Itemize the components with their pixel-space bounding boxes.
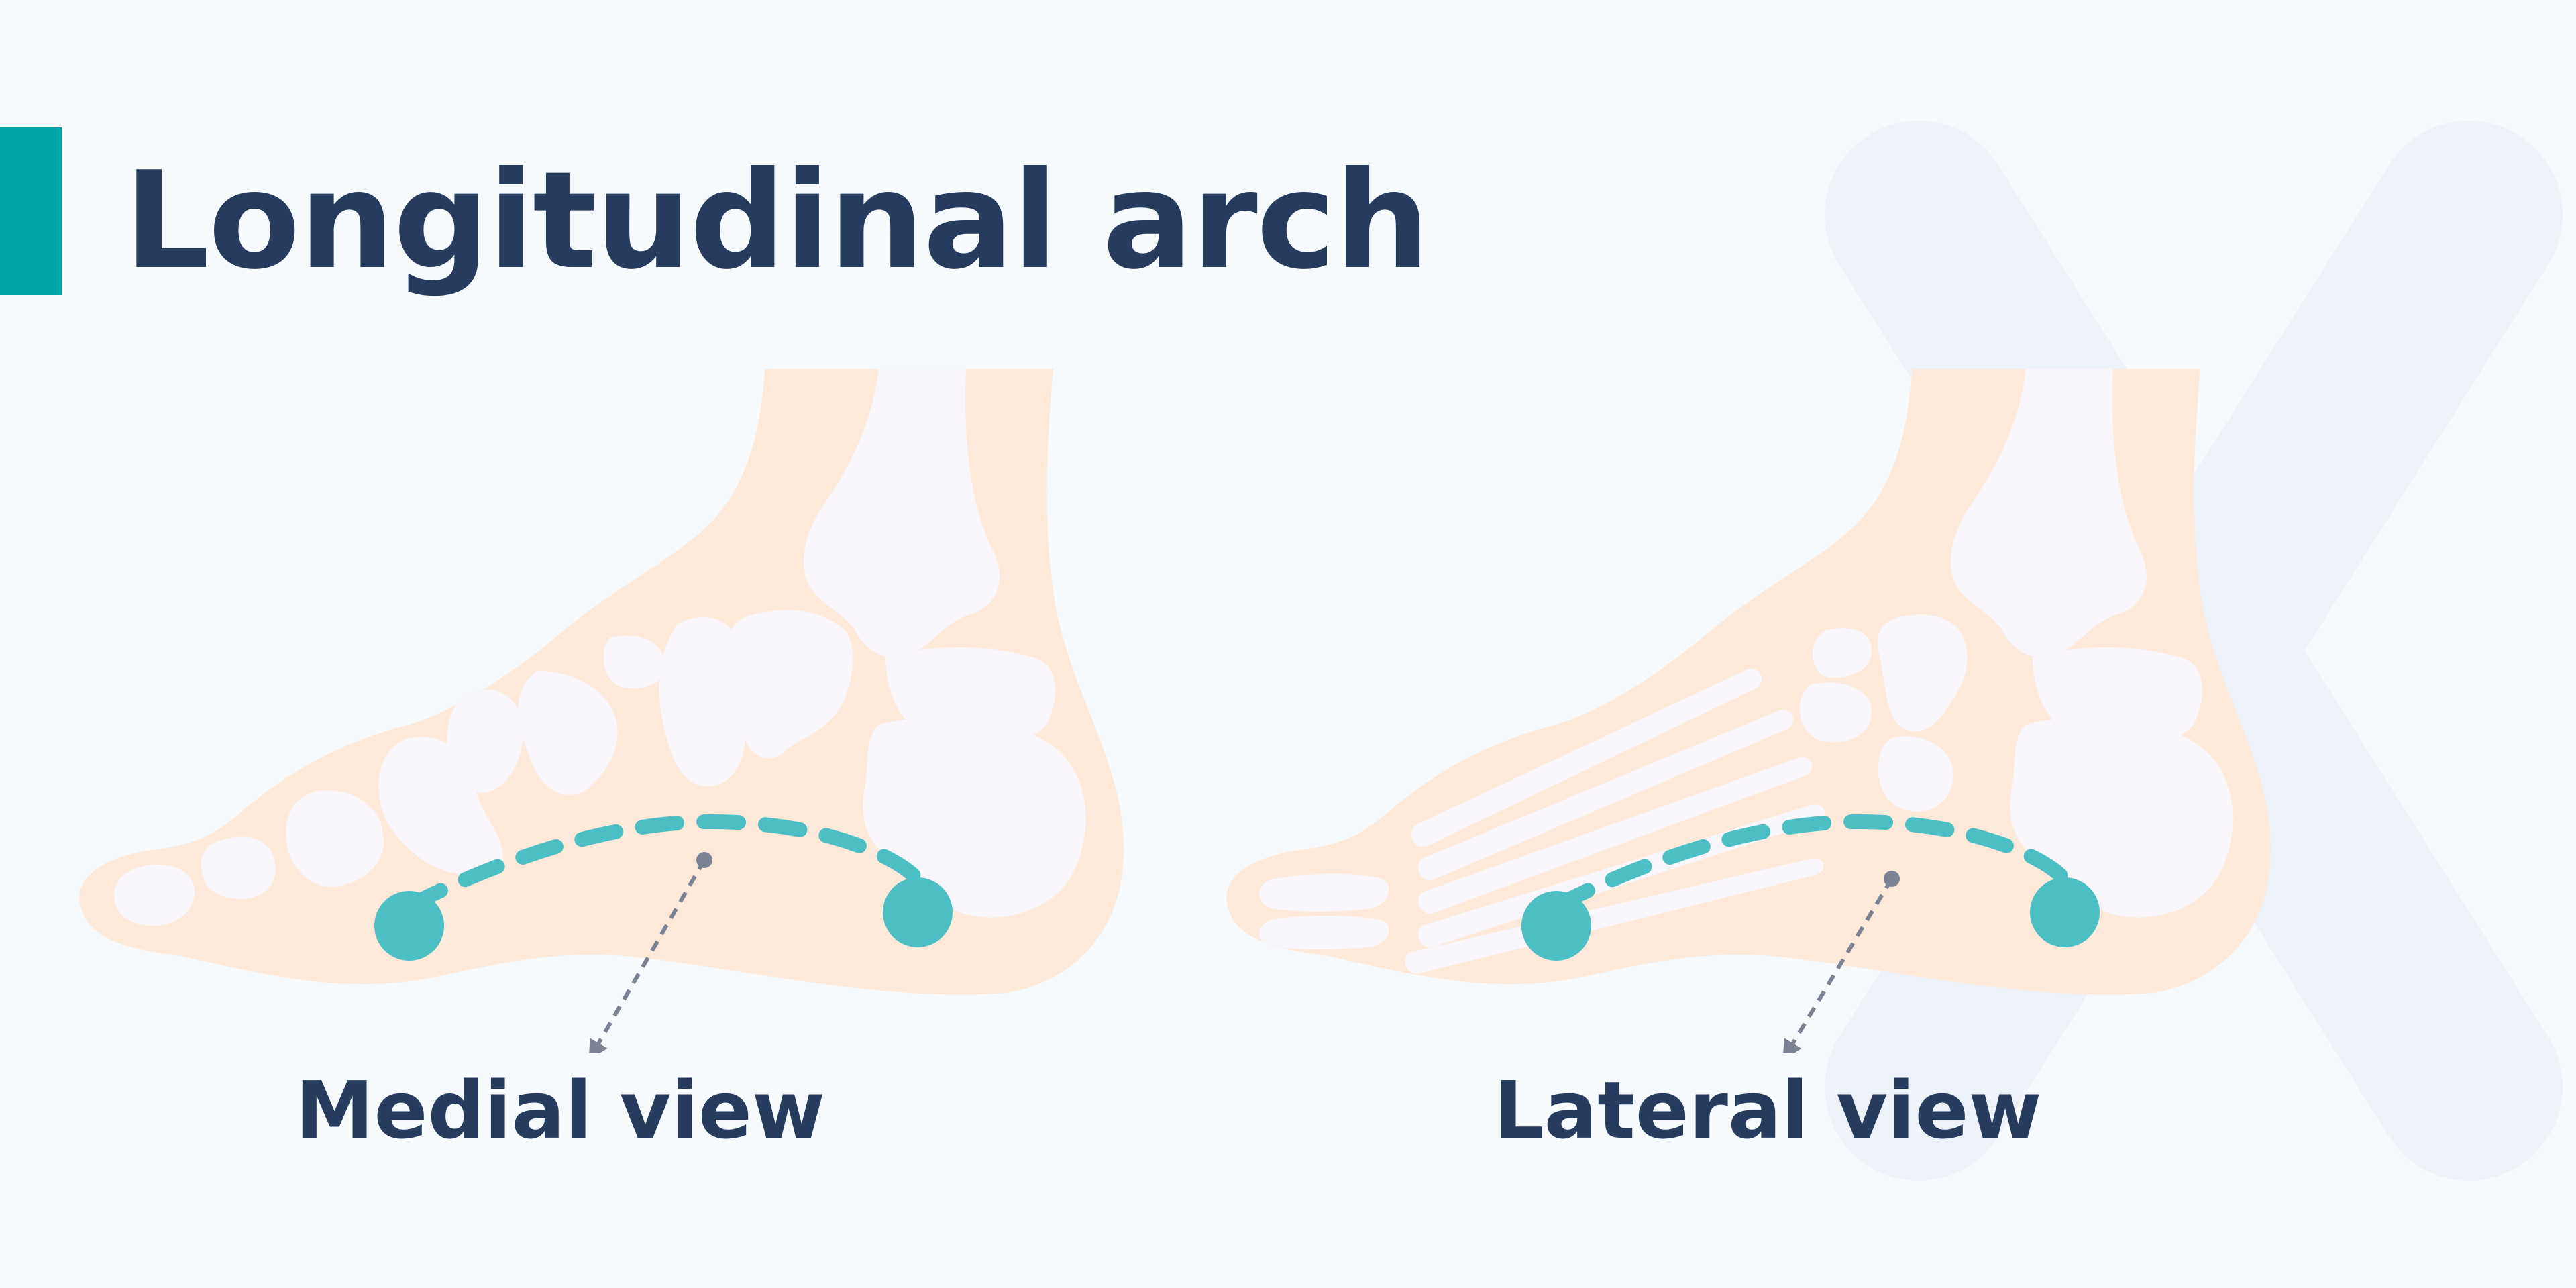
lateral-foot-illustration — [1226, 369, 2271, 1053]
lateral-view-label: Lateral view — [1493, 1064, 2042, 1157]
arch-dot-icon — [374, 891, 444, 961]
arch-dot-icon — [1521, 891, 1591, 961]
arch-dot-icon — [883, 877, 953, 947]
title-accent-bar — [0, 127, 62, 295]
medial-view-label: Medial view — [295, 1064, 825, 1157]
longitudinal-arch-curve — [1549, 814, 2077, 913]
longitudinal-arch-curve — [402, 814, 930, 913]
page-title: Longitudinal arch — [124, 143, 1430, 299]
dashed-arrow-icon — [588, 852, 712, 1053]
dashed-arrow-icon — [1782, 871, 1900, 1053]
arch-dot-icon — [2030, 877, 2100, 947]
foot-bones — [114, 369, 1086, 926]
medial-foot-illustration — [79, 369, 1124, 1053]
